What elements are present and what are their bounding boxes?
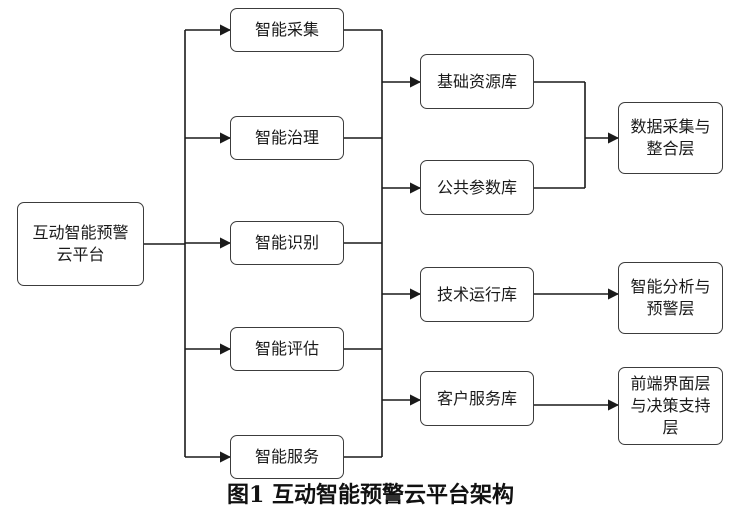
base-resource-lib-box: 基础资源库 [420,54,534,109]
smart-identify-box: 智能识别 [230,221,344,265]
smart-govern-box: 智能治理 [230,116,344,160]
smart-collect-box: 智能采集 [230,8,344,52]
tech-run-lib-box: 技术运行库 [420,267,534,322]
platform-root-box: 互动智能预警 云平台 [17,202,144,286]
customer-service-lib-box: 客户服务库 [420,371,534,426]
figure-caption: 图1 互动智能预警云平台架构 [227,482,514,508]
data-collect-layer-box: 数据采集与 整合层 [618,102,723,174]
frontend-decision-layer-box: 前端界面层 与决策支持 层 [618,367,723,445]
smart-evaluate-box: 智能评估 [230,327,344,371]
smart-service-box: 智能服务 [230,435,344,479]
analysis-warning-layer-box: 智能分析与 预警层 [618,262,723,334]
top-cropped-strip [0,0,741,6]
public-param-lib-box: 公共参数库 [420,160,534,215]
